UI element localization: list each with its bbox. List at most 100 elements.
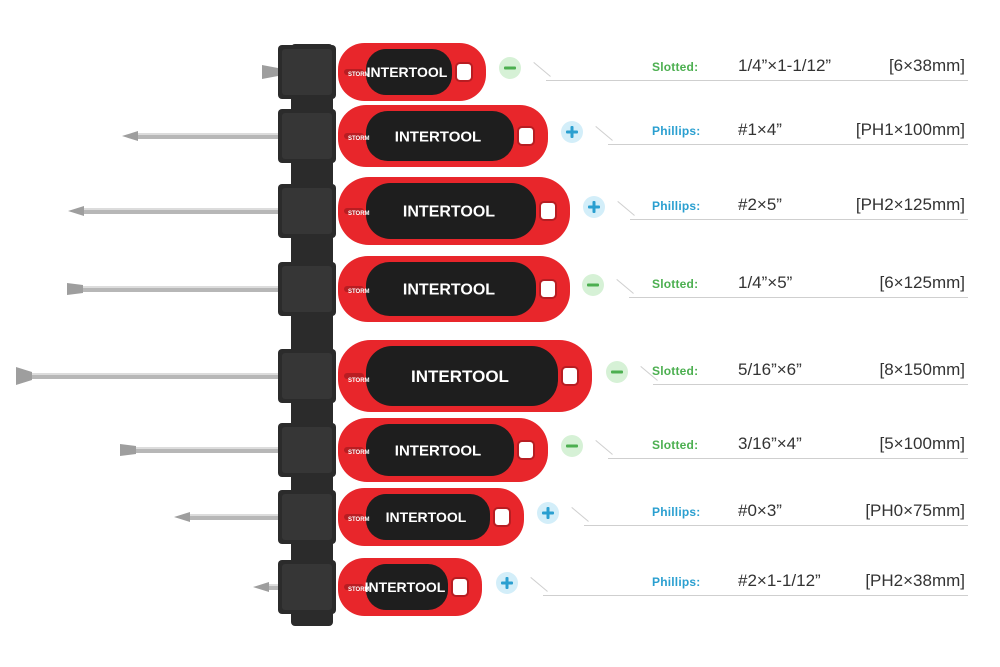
handle-ridge [344, 373, 364, 379]
leader-line [617, 201, 635, 216]
shaft [30, 373, 314, 379]
shaft [188, 514, 314, 520]
slotted-tip [16, 367, 32, 385]
handle-logo: INTERTOOL [386, 509, 467, 525]
slotted-tip [262, 65, 278, 79]
screwdriver-4: STORM INTERTOOL [67, 256, 570, 322]
spec-row: Slotted:1/4”×1-1/12”[6×38mm] [530, 46, 968, 86]
tip-type-label: Phillips: [652, 575, 701, 589]
metric-size: [PH2×125mm] [855, 195, 965, 214]
handle-grip [366, 262, 536, 316]
handle-logo: INTERTOOL [395, 442, 481, 459]
handle-grip [366, 424, 514, 476]
handle-ridge [344, 584, 364, 590]
tip-type-label: Phillips: [652, 124, 701, 138]
tip-type-label: Slotted: [652, 60, 699, 74]
side-logo: STORM [348, 289, 370, 295]
spec-row: Slotted:1/4”×5”[6×125mm] [613, 263, 968, 303]
handle-grip [366, 346, 558, 406]
spec-row: Phillips: #2×5” [PH2×125mm] [614, 185, 968, 225]
rack-holder-face [282, 564, 332, 610]
leader-line [595, 440, 613, 455]
rack-holder-face [282, 494, 332, 540]
metric-size: [8×150mm] [879, 360, 965, 379]
side-logo: STORM [348, 378, 370, 384]
phillips-tip [68, 206, 84, 216]
handle-grip [366, 564, 448, 610]
screwdriver-5: STORM INTERTOOL [16, 340, 592, 412]
handle-ridge [344, 133, 364, 139]
handle-logo: INTERTOOL [367, 64, 448, 80]
spec-row: Phillips: #2×1-1/12” [PH2×38mm] [527, 561, 968, 601]
spec-row: Slotted:3/16”×4”[5×100mm] [592, 424, 968, 464]
tip-type-label: Slotted: [652, 438, 699, 452]
screwdriver-6: STORM INTERTOOL [120, 418, 548, 482]
rack-holder-face [282, 113, 332, 159]
hang-hole [539, 201, 557, 221]
hang-hole [561, 366, 579, 386]
screwdriver-3: STORM INTERTOOL [68, 177, 570, 245]
handle-logo: INTERTOOL [403, 204, 495, 221]
tip-type-label: Phillips: [652, 505, 701, 519]
row-underline [608, 144, 968, 145]
row-underline [653, 384, 968, 385]
row-underline [630, 219, 968, 220]
imperial-size: 5/16”×6” [738, 360, 802, 379]
handle-grip [366, 494, 490, 540]
shaft-highlight [82, 208, 314, 210]
handle-ridge [344, 286, 364, 292]
imperial-size: #2×1-1/12” [738, 571, 821, 590]
tip-type-label: Slotted: [652, 277, 699, 291]
screwdriver-7: STORM INTERTOOL [174, 488, 524, 546]
tip-type-label: Slotted: [652, 364, 699, 378]
rack-holder-face [282, 427, 332, 473]
plus-icon [583, 196, 605, 218]
plus-icon [561, 121, 583, 143]
rack-holder-face [282, 266, 332, 312]
row-underline [629, 297, 968, 298]
plus-icon [537, 502, 559, 524]
tip-type-label: Phillips: [652, 199, 701, 213]
imperial-size: #2×5” [738, 195, 782, 214]
row-underline [546, 80, 968, 81]
hang-hole [451, 577, 469, 597]
handle-logo: INTERTOOL [403, 282, 495, 299]
handle-ridge [344, 208, 364, 214]
minus-icon [606, 361, 628, 383]
hang-hole [539, 279, 557, 299]
shaft [82, 208, 314, 214]
metric-size: [6×38mm] [888, 56, 965, 75]
metric-size: [PH2×38mm] [865, 571, 965, 590]
side-logo: STORM [348, 211, 370, 217]
metric-size: [6×125mm] [879, 273, 965, 292]
handle-ridge [344, 69, 364, 75]
imperial-size: #1×4” [738, 120, 782, 139]
side-logo: STORM [348, 450, 370, 456]
side-logo: STORM [348, 587, 370, 593]
hang-hole [493, 507, 511, 527]
handle-grip [366, 49, 452, 95]
hang-hole [517, 126, 535, 146]
shaft-highlight [30, 373, 314, 375]
minus-icon [582, 274, 604, 296]
handle-ridge [344, 514, 364, 520]
side-logo: STORM [348, 72, 370, 78]
phillips-tip [253, 582, 269, 592]
handle-grip [366, 111, 514, 161]
imperial-size: #0×3” [738, 501, 782, 520]
metric-size: [PH0×75mm] [865, 501, 965, 520]
handle-logo: INTERTOOL [395, 128, 481, 145]
phillips-tip [174, 512, 190, 522]
metric-size: [PH1×100mm] [855, 120, 965, 139]
shaft-highlight [188, 514, 314, 516]
rack-holder-face [282, 353, 332, 399]
leader-line [571, 507, 589, 522]
phillips-tip [122, 131, 138, 141]
side-logo: STORM [348, 517, 370, 523]
spec-row: Phillips: #0×3” [PH0×75mm] [568, 491, 968, 531]
handle-logo: INTERTOOL [411, 367, 509, 386]
